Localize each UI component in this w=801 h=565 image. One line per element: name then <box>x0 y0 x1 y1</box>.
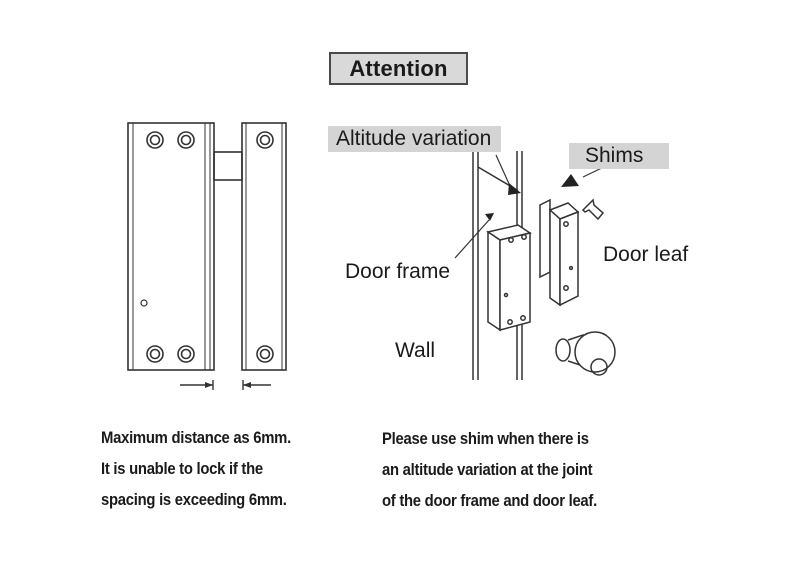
screw-holes-lock-body <box>140 131 195 363</box>
left-caption-line-3: spacing is exceeding 6mm. <box>101 491 287 509</box>
shim-plate <box>539 198 551 279</box>
armature-plate-front-view <box>241 122 287 371</box>
attention-title: Attention <box>329 52 468 85</box>
lock-body-front-view <box>127 122 215 371</box>
door-leaf-label: Door leaf <box>603 243 689 266</box>
door-knob <box>555 331 616 376</box>
right-caption-line-2: an altitude variation at the joint <box>382 461 593 479</box>
shims-label: Shims <box>569 143 669 169</box>
door-leaf-armature-box <box>548 202 580 307</box>
door-frame-arrowhead <box>485 213 494 221</box>
door-frame-label: Door frame <box>345 260 451 283</box>
altitude-leader <box>495 154 511 187</box>
door-frame-lock-box <box>486 224 532 332</box>
gap-arrows <box>180 380 271 390</box>
door-frame-leader <box>454 219 490 259</box>
shims-arrowhead <box>561 174 579 187</box>
left-caption-line-2: It is unable to lock if the <box>101 460 263 478</box>
altitude-arrowhead <box>508 183 521 195</box>
left-caption-line-1: Maximum distance as 6mm. <box>101 429 291 447</box>
right-caption-line-1: Please use shim when there is <box>382 430 589 448</box>
right-caption-line-3: of the door frame and door leaf. <box>382 492 597 510</box>
altitude-variation-label: Altitude variation <box>328 126 501 152</box>
lock-bolt <box>213 151 243 181</box>
hollow-arrow-icon <box>581 198 605 221</box>
screw-holes-armature <box>256 131 274 363</box>
wall-label: Wall <box>395 339 436 362</box>
